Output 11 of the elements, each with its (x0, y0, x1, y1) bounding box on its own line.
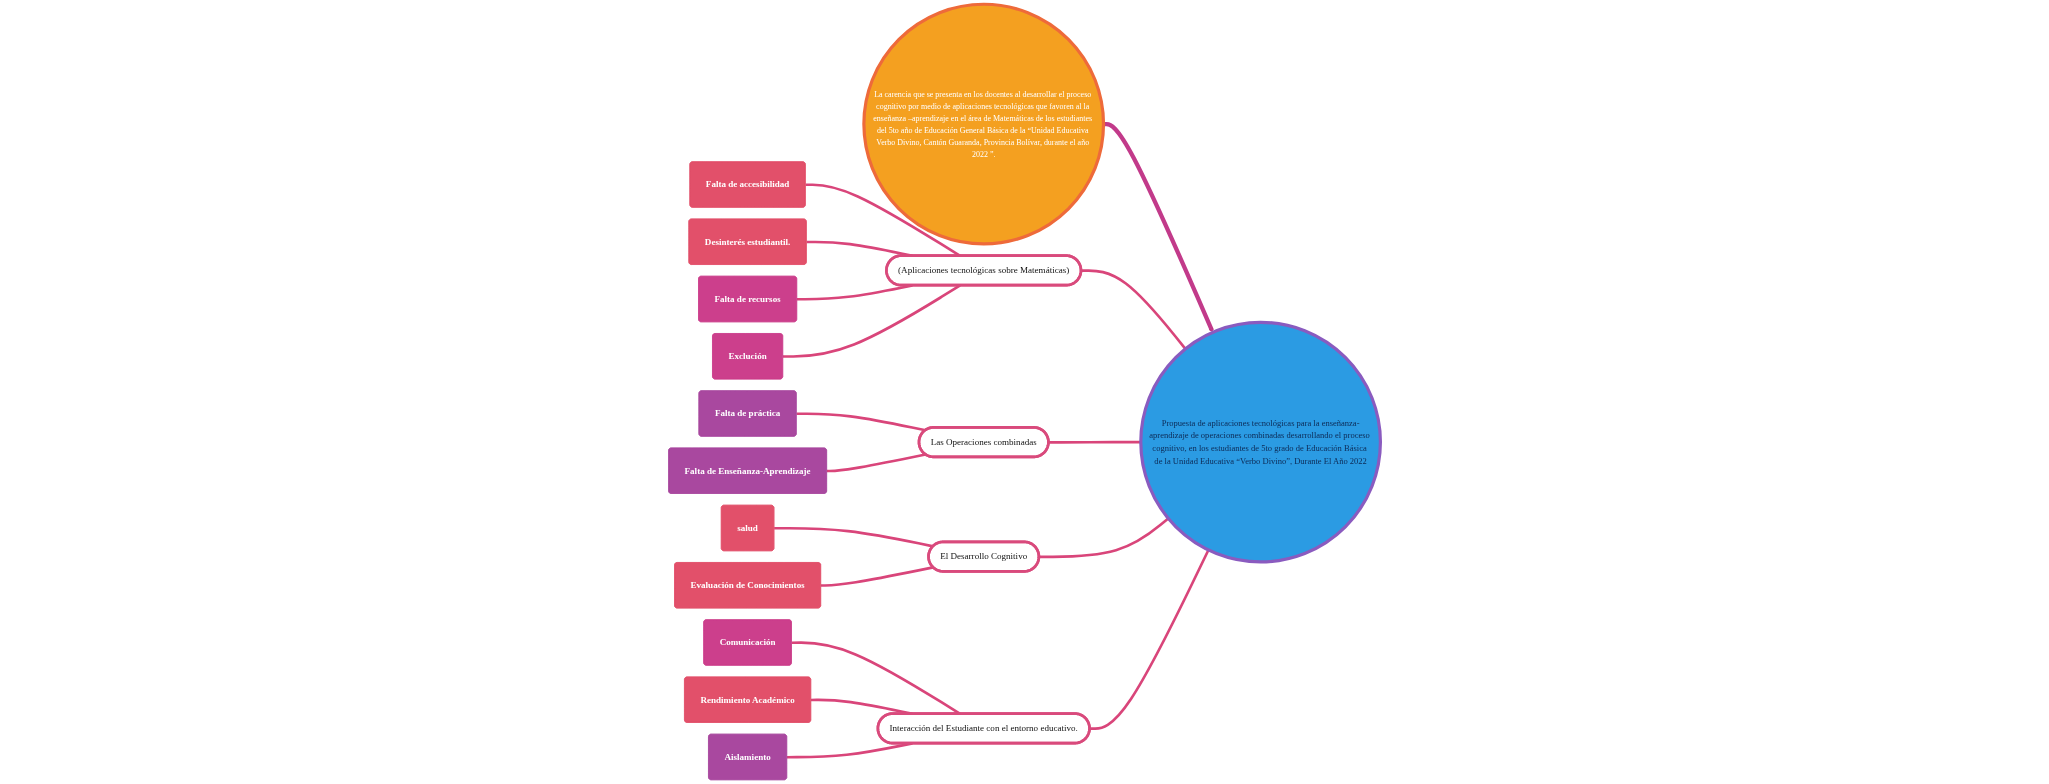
connector (774, 526, 934, 548)
connector (1089, 549, 1210, 730)
connector (805, 183, 961, 257)
connector (820, 566, 934, 587)
node-circle: Propuesta de aplicaciones tecnológicas para la enseñanza-aprendizaje de operaciones combinadas desarrollando el proceso cognitivo, en los estudiantes de 5to grado de Educación Básica de la Unidad Educativa “Verbo Divino”, Durante El Año 2022 (1139, 320, 1382, 564)
connector (1039, 517, 1170, 559)
connector (1048, 440, 1141, 444)
connector (826, 453, 926, 473)
connector (796, 412, 926, 432)
connector (1081, 269, 1187, 350)
connector (782, 284, 961, 358)
